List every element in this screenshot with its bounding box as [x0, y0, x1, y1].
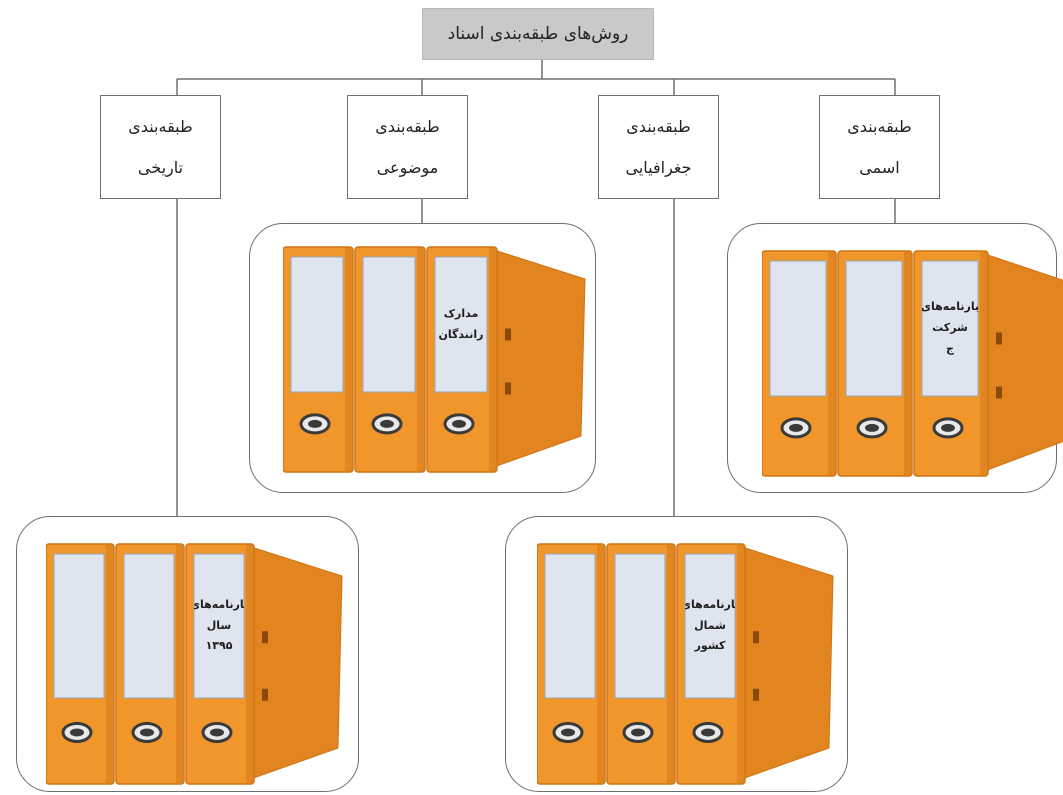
binder-ring-inner — [380, 419, 394, 428]
binder-label-subject-3: مدارک رانندگان — [435, 257, 487, 392]
binder-clip — [753, 688, 759, 701]
binder-name-1 — [762, 250, 837, 477]
category-historical-line2: تاریخی — [137, 158, 184, 177]
binder-label-card — [544, 553, 596, 699]
binder-label-card — [193, 553, 245, 699]
binder-ring-inner — [210, 728, 224, 737]
category-historical: طبقه‌بندی تاریخی — [100, 95, 221, 199]
binder-label-line: ج — [946, 341, 954, 355]
binder-label-line: بارنامه‌های — [922, 300, 978, 314]
binder-label-card — [362, 256, 416, 393]
binder-ring-inner — [452, 419, 466, 428]
root-title-box: روش‌های طبقه‌بندی اسناد — [422, 8, 654, 60]
binder-geographic-1 — [537, 543, 606, 785]
binder-ring-inner — [140, 728, 154, 737]
binder-ring-inner — [789, 423, 803, 432]
binders-name — [762, 250, 1063, 477]
binder-ring-inner — [561, 728, 575, 737]
binder-geographic-3 — [676, 543, 746, 785]
binder-ring-inner — [70, 728, 84, 737]
category-geographic-line1: طبقه‌بندی — [626, 117, 691, 136]
category-historical-line1: طبقه‌بندی — [128, 117, 193, 136]
binder-shade — [737, 545, 744, 783]
binder-shade — [980, 252, 987, 475]
binder-name-2 — [837, 250, 913, 477]
category-subject-line1: طبقه‌بندی — [375, 117, 440, 136]
binder-label-line: سال — [206, 618, 232, 632]
binders-historical — [46, 543, 343, 785]
binder-ring-inner — [865, 423, 879, 432]
binder-label-line: بارنامه‌های — [685, 597, 735, 611]
binder-clip — [262, 631, 268, 644]
category-subject: طبقه‌بندی موضوعی — [347, 95, 468, 199]
category-name: طبقه‌بندی اسمی — [819, 95, 940, 199]
category-name-line2: اسمی — [859, 158, 900, 177]
binder-label-card — [845, 260, 903, 397]
binder-label-geographic-3: بارنامه‌های شمال کشور — [685, 554, 735, 698]
category-geographic-line2: جغرافیایی — [625, 158, 692, 177]
binder-subject-3 — [426, 246, 498, 473]
binder-label-card — [769, 260, 827, 397]
binder-name-3 — [913, 250, 989, 477]
binder-label-historical-3: بارنامه‌های سال ۱۳۹۵ — [194, 554, 244, 698]
binder-clip — [996, 332, 1002, 345]
binder-label-card — [290, 256, 344, 393]
binder-label-line: ۱۳۹۵ — [205, 639, 233, 653]
category-geographic: طبقه‌بندی جغرافیایی — [598, 95, 719, 199]
binder-label-card — [53, 553, 105, 699]
binder-shade — [176, 545, 183, 783]
binder-clip — [505, 382, 511, 395]
binder-shade — [106, 545, 113, 783]
binder-shade — [345, 248, 352, 471]
binder-subject-2 — [354, 246, 426, 473]
binder-side-panel — [981, 252, 1063, 473]
binder-clip — [505, 328, 511, 341]
binder-label-card — [434, 256, 488, 393]
binder-historical-2 — [115, 543, 185, 785]
binder-shade — [246, 545, 253, 783]
binder-side-panel — [490, 248, 586, 469]
binder-ring-inner — [308, 419, 322, 428]
binder-shade — [828, 252, 835, 475]
binder-label-card — [921, 260, 979, 397]
category-name-line1: طبقه‌بندی — [847, 117, 912, 136]
binder-historical-1 — [46, 543, 115, 785]
binder-shade — [667, 545, 674, 783]
binder-geographic-2 — [606, 543, 676, 785]
binder-clip — [753, 631, 759, 644]
binder-clip — [996, 386, 1002, 399]
binders-subject — [283, 246, 586, 473]
category-subject-line2: موضوعی — [376, 158, 439, 177]
binder-ring-inner — [941, 423, 955, 432]
binder-shade — [597, 545, 604, 783]
binder-historical-3 — [185, 543, 255, 785]
binders-geographic — [537, 543, 834, 785]
binder-shade — [904, 252, 911, 475]
binder-clip — [262, 688, 268, 701]
binder-label-line: رانندگان — [438, 327, 484, 341]
binder-label-name-3: بارنامه‌های شرکت ج — [922, 261, 978, 396]
binder-side-panel — [738, 545, 834, 781]
binder-label-line: بارنامه‌های — [194, 597, 244, 611]
binder-shade — [417, 248, 424, 471]
binder-ring-inner — [631, 728, 645, 737]
binder-subject-1 — [283, 246, 354, 473]
binder-shade — [489, 248, 496, 471]
binder-label-line: مدارک — [443, 306, 479, 320]
root-title: روش‌های طبقه‌بندی اسناد — [447, 24, 629, 44]
binder-label-card — [684, 553, 736, 699]
binder-ring-inner — [701, 728, 715, 737]
binder-label-line: شمال — [694, 618, 726, 632]
binder-label-line: شرکت — [932, 321, 968, 335]
binder-label-card — [614, 553, 666, 699]
binder-label-line: کشور — [694, 639, 726, 653]
binder-label-card — [123, 553, 175, 699]
binder-side-panel — [247, 545, 343, 781]
